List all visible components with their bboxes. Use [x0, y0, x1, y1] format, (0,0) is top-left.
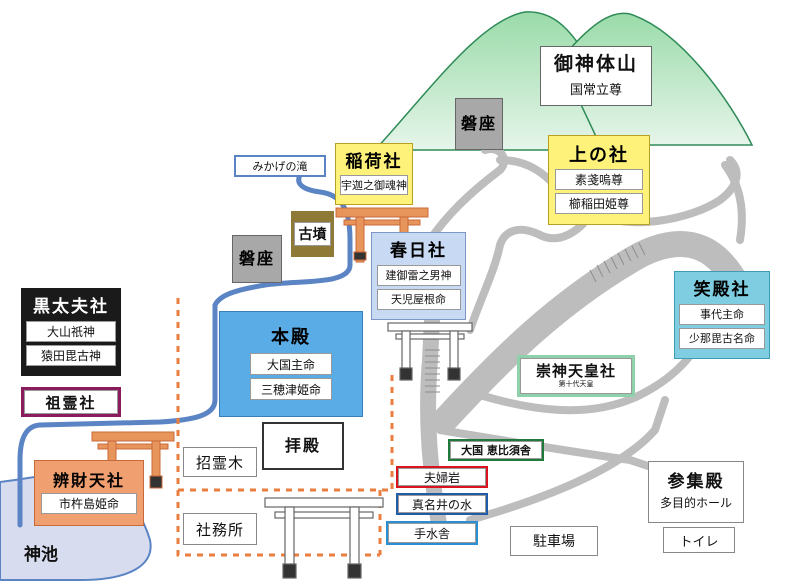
- temizusha-label: 手水舎: [388, 523, 476, 543]
- manai-label: 真名井の水: [398, 495, 486, 513]
- shoreiboku[interactable]: 招霊木: [183, 447, 257, 477]
- benzaiten-name: 辨財天社: [52, 470, 125, 490]
- shoreiboku-label: 招霊木: [195, 453, 244, 472]
- kasuga-name: 春日社: [390, 241, 447, 262]
- kasuga-deity-2: 天児屋根命: [376, 288, 461, 310]
- honden[interactable]: 本殿 大国主命 三穂津姫命: [219, 311, 363, 417]
- honden-name: 本殿: [271, 326, 311, 348]
- benzaiten-deity: 市杵島姫命: [41, 493, 137, 515]
- toilet-label: トイレ: [679, 534, 719, 550]
- shamusho[interactable]: 社務所: [183, 513, 257, 545]
- honden-deity-2: 三穂津姫命: [250, 378, 332, 401]
- meotoiwa-label: 夫婦岩: [398, 468, 486, 486]
- emisha-deity-2: 少那毘古名命: [679, 327, 765, 349]
- path-hatching: [425, 242, 646, 393]
- kasuga-shrine[interactable]: 春日社 建御雷之男神 天児屋根命: [371, 232, 466, 320]
- mountain-name: 御神体山: [553, 53, 638, 76]
- emisha-deity-1: 事代主命: [679, 303, 765, 325]
- mountain-deity: 国常立尊: [569, 82, 622, 98]
- sorei-shrine[interactable]: 祖霊社: [21, 387, 121, 417]
- kasuga-deity-1: 建御雷之男神: [376, 264, 461, 286]
- daikoku-ebisu-hall[interactable]: 大国 恵比須舎: [448, 439, 544, 461]
- torii-main: [264, 497, 384, 579]
- sanshuden-sub: 多目的ホール: [659, 496, 732, 511]
- honden-deity-1: 大国主命: [250, 353, 332, 376]
- kurodayu-name: 黒太夫社: [33, 297, 109, 318]
- kurodayu-deity-1: 大山祇神: [26, 320, 116, 342]
- inari-name: 稲荷社: [345, 151, 403, 172]
- haiden[interactable]: 拝殿: [262, 422, 344, 470]
- kurodayu-shrine[interactable]: 黒太夫社 大山祇神 猿田毘古神: [21, 288, 121, 376]
- iwakura-top[interactable]: 磐座: [455, 98, 503, 150]
- sujin-tenno-shrine[interactable]: 崇神天皇社 第十代天皇: [517, 355, 635, 397]
- sujin-note: 第十代天皇: [558, 380, 594, 389]
- inari-shrine[interactable]: 稲荷社 宇迦之御魂神: [335, 143, 413, 205]
- waterfall-label: みかげの滝: [236, 157, 324, 175]
- mountain-label[interactable]: 御神体山 国常立尊: [540, 46, 652, 106]
- kami-no-yashiro-deity-1: 素戔嗚尊: [555, 169, 643, 191]
- manai-water[interactable]: 真名井の水: [396, 493, 488, 515]
- inari-deity: 宇迦之御魂神: [340, 175, 408, 196]
- temizusha[interactable]: 手水舎: [386, 521, 478, 545]
- sorei-label: 祖霊社: [24, 390, 118, 414]
- daikoku-label: 大国 恵比須舎: [450, 441, 542, 459]
- sanshuden[interactable]: 参集殿 多目的ホール: [648, 461, 744, 523]
- emisha-name: 笑殿社: [693, 280, 751, 301]
- iwakura-top-label: 磐座: [460, 114, 497, 134]
- parking-label: 駐車場: [533, 534, 575, 550]
- precinct-fence: [176, 298, 394, 557]
- pond-label: 神池: [24, 545, 58, 565]
- benzaiten-shrine[interactable]: 辨財天社 市杵島姫命: [34, 460, 144, 526]
- waterfall[interactable]: みかげの滝: [234, 155, 326, 177]
- iwakura-left[interactable]: 磐座: [232, 235, 282, 283]
- sanshuden-name: 参集殿: [667, 471, 725, 492]
- sujin-name: 崇神天皇社: [535, 361, 616, 380]
- torii-kasuga: [387, 322, 473, 381]
- kami-no-yashiro[interactable]: 上の社 素戔嗚尊 櫛稲田姫尊: [548, 135, 650, 225]
- toilet[interactable]: トイレ: [663, 527, 735, 553]
- kami-no-yashiro-deity-2: 櫛稲田姫尊: [555, 193, 643, 215]
- shamusho-label: 社務所: [195, 520, 244, 539]
- kami-no-yashiro-name: 上の社: [569, 144, 629, 166]
- parking[interactable]: 駐車場: [510, 526, 598, 556]
- stone-paths: [420, 145, 753, 538]
- haiden-label: 拝殿: [284, 436, 321, 456]
- water-stream: [17, 172, 353, 528]
- emisha-shrine[interactable]: 笑殿社 事代主命 少那毘古名命: [674, 271, 770, 359]
- sujin-inner: 崇神天皇社 第十代天皇: [520, 358, 632, 394]
- kurodayu-deity-2: 猿田毘古神: [26, 344, 116, 366]
- kofun-label: 古墳: [294, 222, 331, 246]
- kofun[interactable]: 古墳: [291, 211, 334, 257]
- meotoiwa[interactable]: 夫婦岩: [396, 466, 488, 488]
- iwakura-left-label: 磐座: [238, 249, 275, 269]
